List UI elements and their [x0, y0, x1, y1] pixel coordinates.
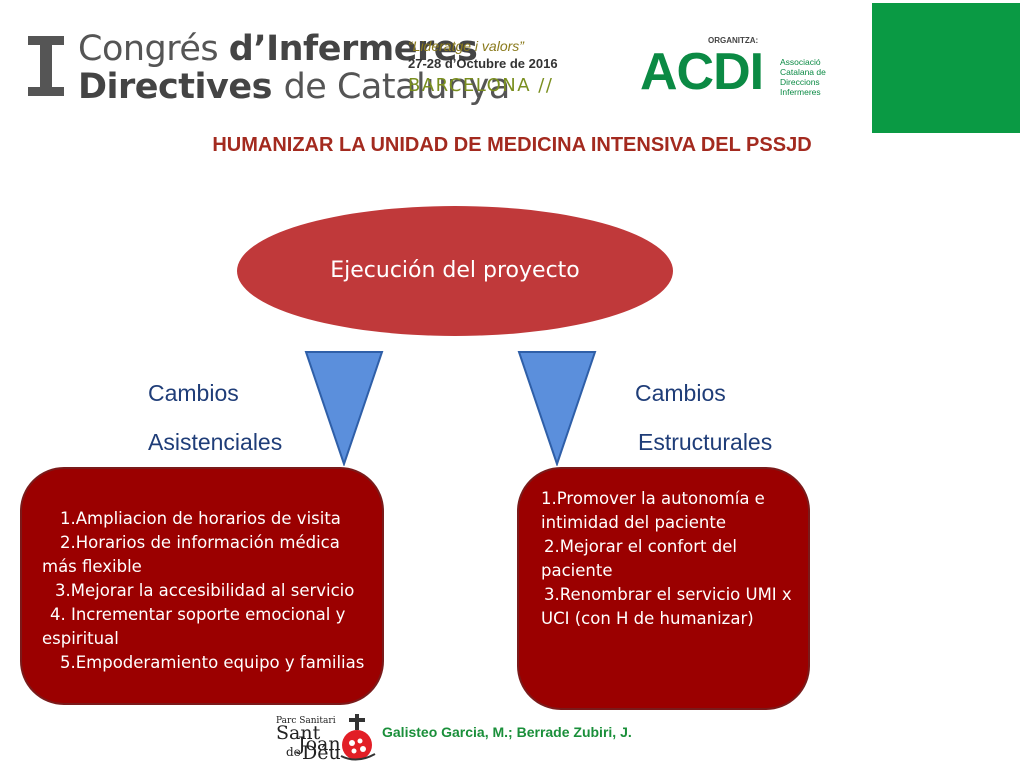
sjd-logo-caption: Parc Sanitari	[276, 716, 336, 726]
sjd-emblem-icon	[340, 714, 376, 761]
arrow-down-left-icon	[304, 351, 384, 466]
authors: Galisteo Garcia, M.; Berrade Zubiri, J.	[382, 724, 632, 740]
acdi-logo: ACDI	[640, 43, 764, 101]
congress-motto: “Lideratge i valors”	[408, 38, 524, 54]
branch-label-assistential-2: Asistenciales	[148, 429, 283, 455]
congress-name-line-1: Congrés d’Infermeres	[78, 29, 478, 69]
list-item: 1.Ampliacion de horarios de visita	[60, 509, 341, 528]
structural-changes-list: 1.Promover la autonomía e intimidad del …	[541, 487, 793, 631]
sjd-logo-joan: Joan	[298, 733, 341, 755]
branch-label-structural-1: Cambios	[635, 380, 726, 406]
sjd-logo-deu: Déu	[302, 742, 341, 764]
congress-name-line-2: Directives de Catalunya	[78, 67, 510, 107]
sjd-logo-sant: Sant	[276, 722, 321, 744]
list-item: 2.Horarios de información médica más fle…	[42, 533, 340, 576]
root-node-label: Ejecución del proyecto	[330, 258, 580, 283]
green-accent-block	[872, 3, 1020, 133]
congress-i-logo-icon	[28, 36, 64, 96]
congress-city: BARCELONA //	[408, 75, 554, 96]
acdi-full-name: Associació Catalana de Direccions Inferm…	[780, 57, 826, 97]
root-node	[237, 206, 673, 336]
list-item: 3.Renombrar el servicio UMI x UCI (con H…	[541, 585, 792, 628]
sjd-logo-de: de	[286, 745, 301, 759]
organizer-caption: ORGANITZA:	[708, 36, 759, 45]
slide-title: HUMANIZAR LA UNIDAD DE MEDICINA INTENSIV…	[212, 134, 812, 156]
assistential-changes-box	[20, 467, 384, 705]
list-item: 1.Promover la autonomía e intimidad del …	[541, 489, 765, 532]
assistential-changes-list: 1.Ampliacion de horarios de visita 2.Hor…	[42, 507, 372, 675]
list-item: 3.Mejorar la accesibilidad al servicio	[55, 581, 355, 600]
branch-label-structural-2: Estructurales	[638, 429, 773, 455]
list-item: 4. Incrementar soporte emocional y espir…	[42, 605, 346, 648]
branch-label-assistential-1: Cambios	[148, 380, 239, 406]
structural-changes-box	[517, 467, 810, 710]
arrow-down-right-icon	[517, 351, 597, 466]
congress-dates: 27-28 d’Octubre de 2016	[408, 56, 558, 71]
list-item: 2.Mejorar el confort del paciente	[541, 537, 737, 580]
list-item: 5.Empoderamiento equipo y familias	[60, 653, 365, 672]
